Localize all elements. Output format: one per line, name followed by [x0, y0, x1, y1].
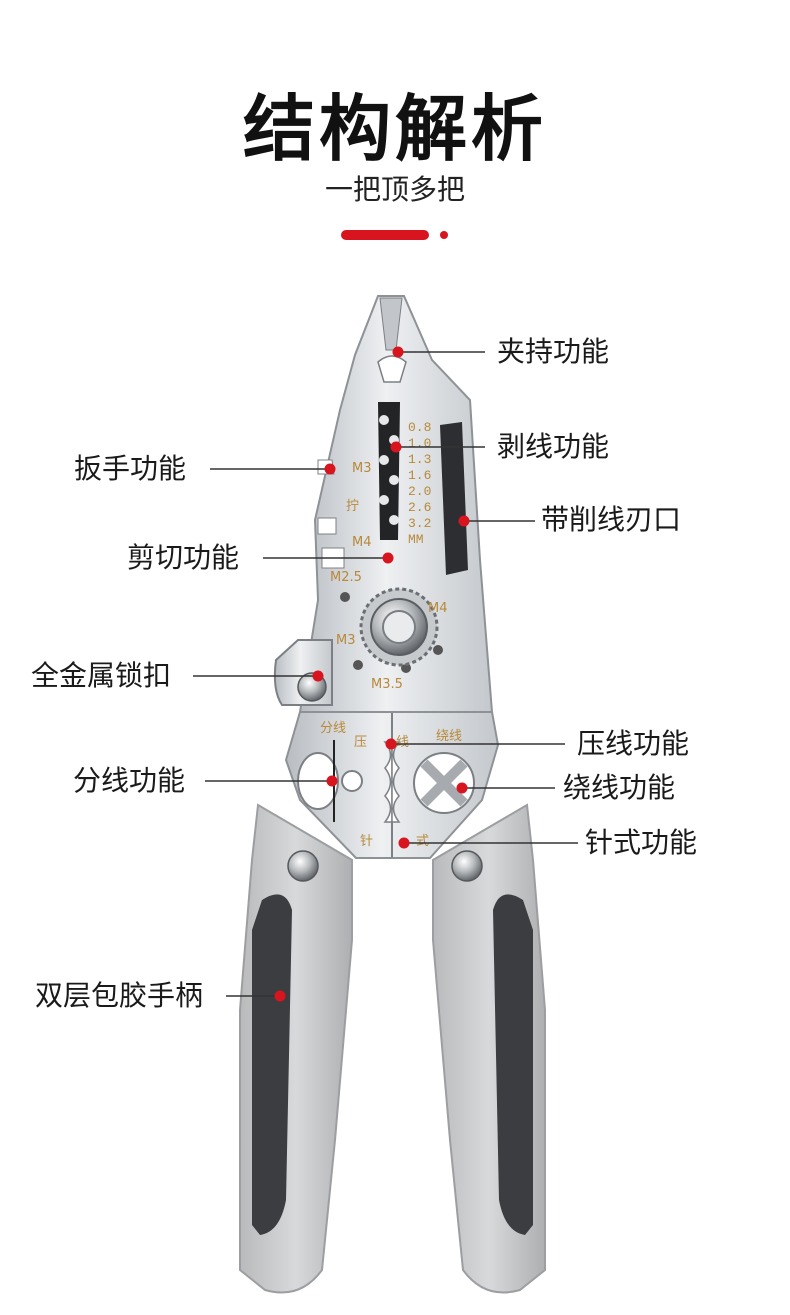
- page-subtitle: 一把顶多把: [324, 173, 465, 206]
- label-strip: 剥线功能: [497, 430, 610, 463]
- gauge-6: 3.2: [408, 516, 431, 531]
- label-handle: 双层包胶手柄: [35, 979, 204, 1012]
- mark-pin-b: 式: [416, 834, 429, 849]
- mark-m25: M2.5: [330, 570, 362, 585]
- mark-m35: M3.5: [371, 677, 403, 692]
- mark-split: 分线: [320, 721, 346, 736]
- gauge-3: 1.6: [408, 468, 431, 483]
- mark-crimp-b: 线: [396, 735, 409, 750]
- label-blade: 带削线刃口: [541, 503, 682, 536]
- gauge-0: 0.8: [408, 420, 431, 435]
- label-split: 分线功能: [73, 764, 186, 797]
- page-title: 结构解析: [242, 87, 547, 171]
- mark-m3-mid: M3: [336, 633, 356, 648]
- mark-pin-a: 针: [360, 834, 373, 849]
- label-pin: 针式功能: [585, 826, 698, 859]
- mark-wind: 绕线: [436, 729, 462, 744]
- label-lock: 全金属锁扣: [31, 659, 172, 692]
- mark-m3-top: M3: [352, 461, 372, 476]
- mark-m4-left: M4: [352, 535, 372, 550]
- gauge-4: 2.0: [408, 484, 431, 499]
- callout-lines: [193, 351, 578, 997]
- gauge-7: MM: [408, 532, 424, 547]
- mark-m4-right: M4: [428, 601, 448, 616]
- callout-dots: [274, 346, 470, 1002]
- right-grip: [493, 894, 533, 1235]
- label-cut: 剪切功能: [127, 541, 240, 574]
- gauge-1: 1.0: [408, 436, 431, 451]
- left-grip: [252, 894, 292, 1235]
- label-wind: 绕线功能: [563, 771, 676, 804]
- gauge-2: 1.3: [408, 452, 431, 467]
- gauge-5: 2.6: [408, 500, 431, 515]
- mark-crimp-a: 压: [354, 735, 367, 750]
- label-clamp: 夹持功能: [497, 335, 610, 368]
- accent-bar: [341, 230, 429, 240]
- label-wrench: 扳手功能: [74, 452, 187, 485]
- accent-dot: [440, 231, 448, 239]
- label-crimp: 压线功能: [577, 727, 690, 760]
- mark-twist: 拧: [346, 499, 359, 514]
